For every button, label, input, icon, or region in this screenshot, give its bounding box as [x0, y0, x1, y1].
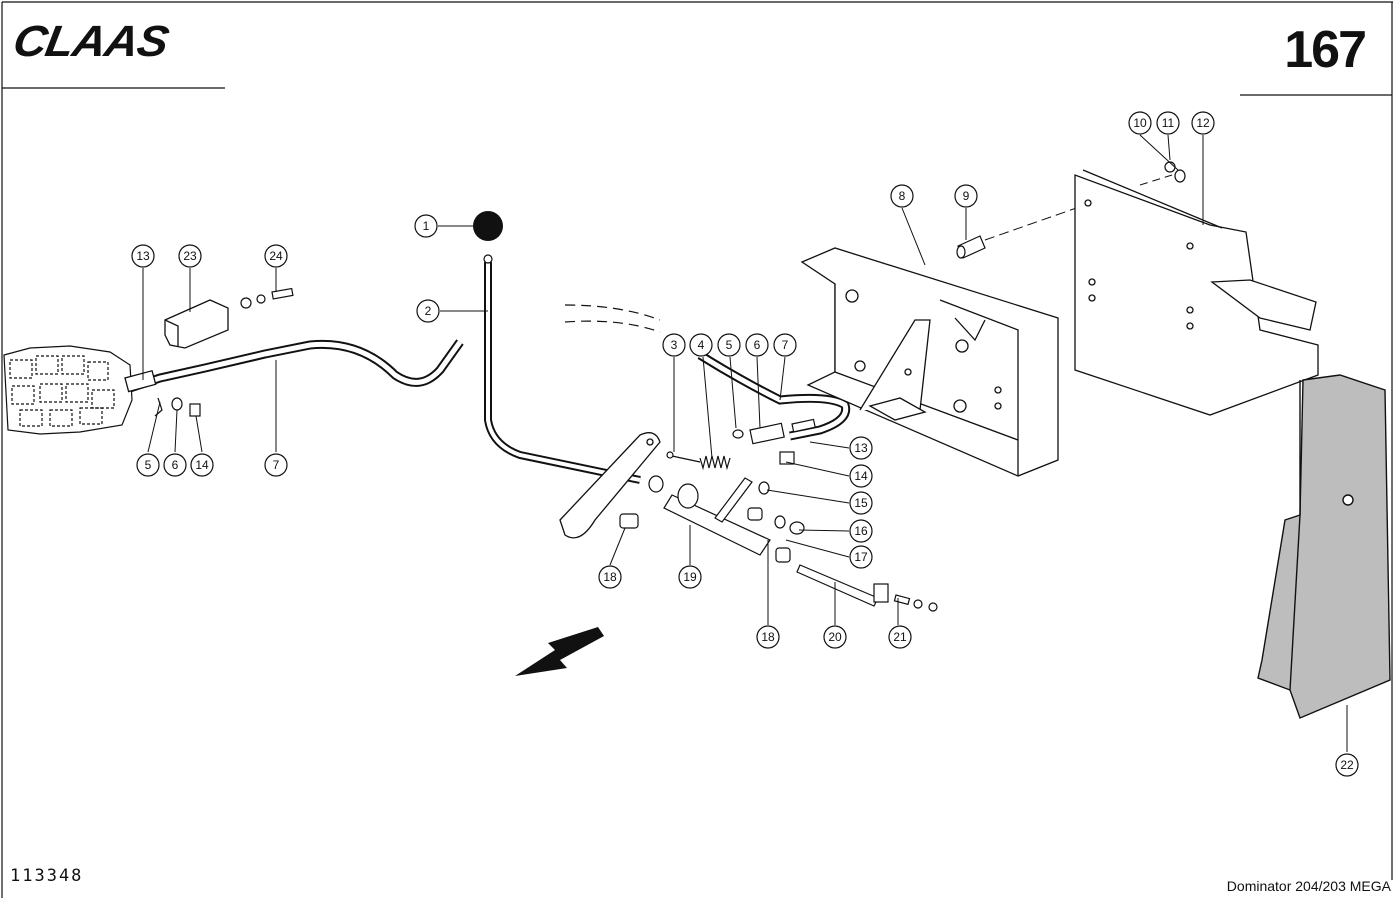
svg-text:21: 21 — [893, 630, 907, 644]
drawing-number: 113348 — [10, 866, 84, 886]
svg-text:18: 18 — [761, 630, 775, 644]
assembly-line — [984, 204, 1086, 241]
svg-text:16: 16 — [854, 524, 868, 538]
svg-text:7: 7 — [273, 458, 280, 472]
small-fasteners-left — [154, 397, 201, 417]
control-cable-right — [697, 351, 851, 441]
bracket — [164, 299, 229, 349]
svg-text:9: 9 — [963, 189, 970, 203]
callout-14-left: 14 — [190, 453, 214, 477]
callout-8: 8 — [890, 184, 914, 208]
svg-text:7: 7 — [782, 338, 789, 352]
svg-text:11: 11 — [1162, 116, 1175, 130]
control-housing — [800, 247, 1059, 477]
bolt — [240, 287, 294, 309]
clevis-right — [732, 418, 816, 465]
svg-text:24: 24 — [269, 249, 283, 263]
svg-text:5: 5 — [145, 458, 152, 472]
callout-13: 13 — [849, 436, 873, 460]
svg-text:2: 2 — [425, 304, 432, 318]
callout-5: 5 — [717, 333, 741, 357]
leader-lines — [142, 134, 1348, 752]
mounting-plate — [1074, 169, 1319, 416]
callout-7-left: 7 — [264, 453, 288, 477]
callout-24: 24 — [264, 244, 288, 268]
callout-23: 23 — [178, 244, 202, 268]
svg-text:14: 14 — [854, 469, 868, 483]
svg-text:6: 6 — [754, 338, 761, 352]
svg-text:4: 4 — [698, 338, 705, 352]
callout-16: 16 — [849, 519, 873, 543]
control-valve-block — [3, 345, 133, 435]
callout-4: 4 — [689, 333, 713, 357]
callout-18: 18 — [598, 565, 622, 589]
svg-text:3: 3 — [671, 338, 678, 352]
control-cable-left — [124, 339, 464, 393]
callout-6: 6 — [745, 333, 769, 357]
callout-5-left: 5 — [136, 453, 160, 477]
spring — [666, 451, 731, 471]
callout-19: 19 — [678, 565, 702, 589]
callout-21: 21 — [888, 625, 912, 649]
svg-text:22: 22 — [1340, 758, 1354, 772]
svg-text:18: 18 — [603, 570, 617, 584]
linkage-parts — [619, 475, 938, 612]
model-caption: Dominator 204/203 MEGA — [1226, 878, 1391, 894]
side-panel — [1257, 374, 1391, 719]
washer-nut — [1164, 161, 1186, 183]
callout-9: 9 — [954, 184, 978, 208]
svg-text:19: 19 — [683, 570, 697, 584]
svg-text:13: 13 — [136, 249, 150, 263]
callout-17: 17 — [849, 545, 873, 569]
svg-text:20: 20 — [828, 630, 842, 644]
shift-lever — [483, 254, 641, 484]
page-number: 167 — [1284, 21, 1367, 79]
svg-text:10: 10 — [1133, 116, 1147, 130]
cable-hidden-route-2 — [564, 320, 661, 333]
assembly-line-2 — [1139, 174, 1173, 186]
callout-14: 14 — [849, 464, 873, 488]
callout-11: 11 — [1156, 111, 1180, 135]
svg-text:8: 8 — [899, 189, 906, 203]
svg-text:14: 14 — [195, 458, 209, 472]
lever-knob — [473, 211, 503, 241]
spacer-bushing — [956, 235, 986, 259]
svg-text:13: 13 — [854, 441, 868, 455]
callout-22: 22 — [1335, 753, 1359, 777]
cable-hidden-route — [564, 304, 661, 321]
svg-text:17: 17 — [854, 550, 868, 564]
direction-arrow — [515, 627, 604, 676]
svg-text:15: 15 — [854, 496, 868, 510]
callout-12: 12 — [1191, 111, 1215, 135]
callout-10: 10 — [1128, 111, 1152, 135]
callout-7: 7 — [773, 333, 797, 357]
callouts: 1 2 3 4 5 6 7 8 9 10 11 12 13 14 15 16 1… — [131, 111, 1359, 777]
callout-3: 3 — [662, 333, 686, 357]
lever-plate — [559, 432, 661, 539]
svg-text:1: 1 — [423, 219, 430, 233]
callout-15: 15 — [849, 491, 873, 515]
callout-13-left: 13 — [131, 244, 155, 268]
svg-text:23: 23 — [183, 249, 197, 263]
svg-text:6: 6 — [172, 458, 179, 472]
callout-2: 2 — [416, 299, 440, 323]
svg-text:5: 5 — [726, 338, 733, 352]
callout-20: 20 — [823, 625, 847, 649]
svg-text:12: 12 — [1196, 116, 1210, 130]
callout-6-left: 6 — [163, 453, 187, 477]
callout-1: 1 — [414, 214, 438, 238]
callout-18-lower: 18 — [756, 625, 780, 649]
